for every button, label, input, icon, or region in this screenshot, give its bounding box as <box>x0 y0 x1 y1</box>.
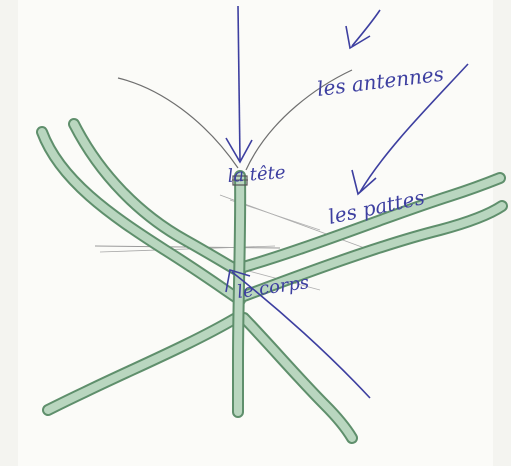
paper-right-shadow <box>493 0 511 466</box>
label-head: la tête <box>227 162 286 187</box>
paper-left-shadow <box>0 0 18 466</box>
